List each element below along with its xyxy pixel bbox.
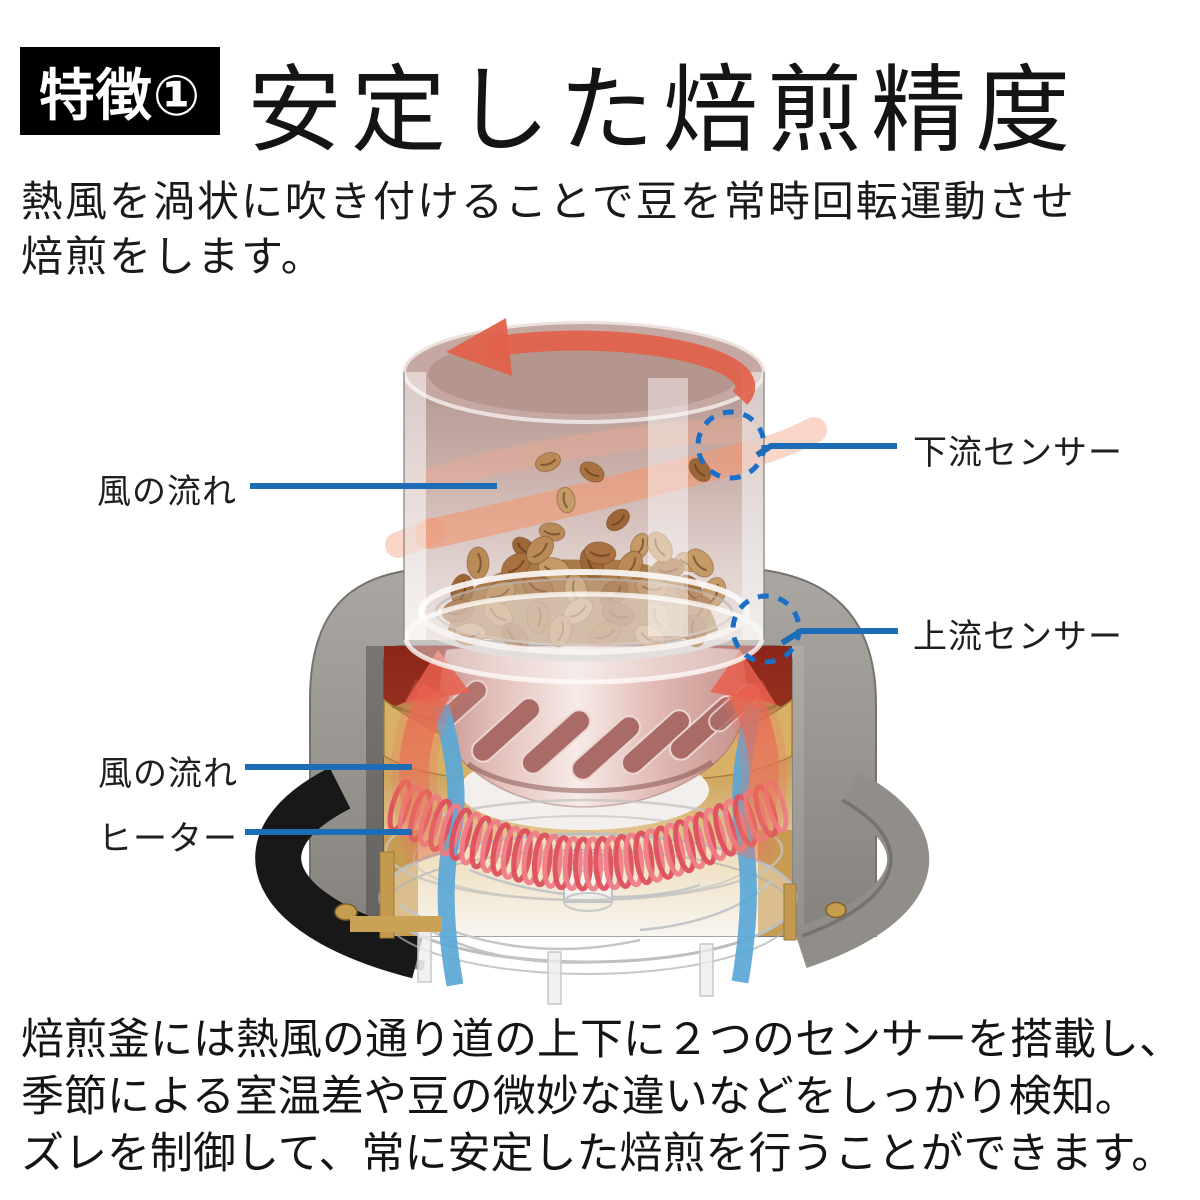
hot-air-arrow-right	[728, 683, 779, 863]
feature-badge: 特徴①	[20, 47, 220, 135]
flange-right-body	[793, 771, 930, 968]
label-downstream-sensor: 下流センサー	[913, 434, 1123, 472]
page-title: 安定した焙煎精度	[247, 58, 1080, 164]
hot-air-arrowhead-right	[710, 650, 776, 704]
glass-chamber	[385, 318, 827, 685]
glass-bottom-edge	[403, 591, 765, 685]
flange-right-groove	[801, 798, 893, 938]
base-flange	[255, 767, 930, 979]
gold-edge-right	[783, 883, 797, 941]
label-heater: ヒーター	[98, 820, 238, 858]
label-upstream-sensor: 上流センサー	[913, 618, 1123, 656]
dome-cut-light-right	[792, 646, 804, 936]
glass-wall-right	[742, 372, 764, 640]
intro-line-2: 焙煎をします。	[21, 233, 325, 280]
hot-air-arrows	[391, 650, 787, 865]
drum-slots	[436, 679, 760, 781]
hot-air-arrowhead-left	[404, 650, 470, 704]
glass-highlight-streak	[648, 378, 688, 636]
glass-wall-left	[404, 372, 426, 640]
feature-badge-label: 特徴①	[38, 63, 202, 127]
leader-downstream	[755, 443, 897, 458]
annotations	[245, 409, 898, 835]
downstream-sensor-circle-icon	[695, 409, 767, 481]
label-airflow-top: 風の流れ	[97, 473, 237, 511]
leader-upstream	[780, 628, 898, 646]
screw-right	[825, 901, 847, 919]
roaster-interior	[350, 644, 798, 1005]
leader-lines	[245, 443, 898, 835]
label-airflow-bottom: 風の流れ	[98, 755, 238, 793]
footer-line-1: 焙煎釜には熱風の通り道の上下に２つのセンサーを搭載し、	[21, 1016, 1182, 1064]
rotation-arrow	[446, 318, 756, 405]
hot-air-arrow-left	[399, 683, 450, 863]
footer-text: 焙煎釜には熱風の通り道の上下に２つのセンサーを搭載し、 季節による室温差や豆の微…	[21, 1012, 1182, 1183]
footer-line-2: 季節による室温差や豆の微妙な違いなどをしっかり検知。	[21, 1073, 1138, 1121]
gold-base-plate	[350, 916, 442, 932]
drum-bottom-rim	[466, 759, 714, 794]
rotation-arrowhead	[446, 318, 512, 376]
flange-left-black	[255, 767, 424, 979]
footer-line-3: ズレを制御して、常に安定した焙煎を行うことができます。	[21, 1130, 1175, 1178]
intro-text: 熱風を渦状に吹き付けることで豆を常時回転運動させ 焙煎をします。	[21, 174, 1076, 284]
intro-line-1: 熱風を渦状に吹き付けることで豆を常時回転運動させ	[21, 178, 1076, 225]
